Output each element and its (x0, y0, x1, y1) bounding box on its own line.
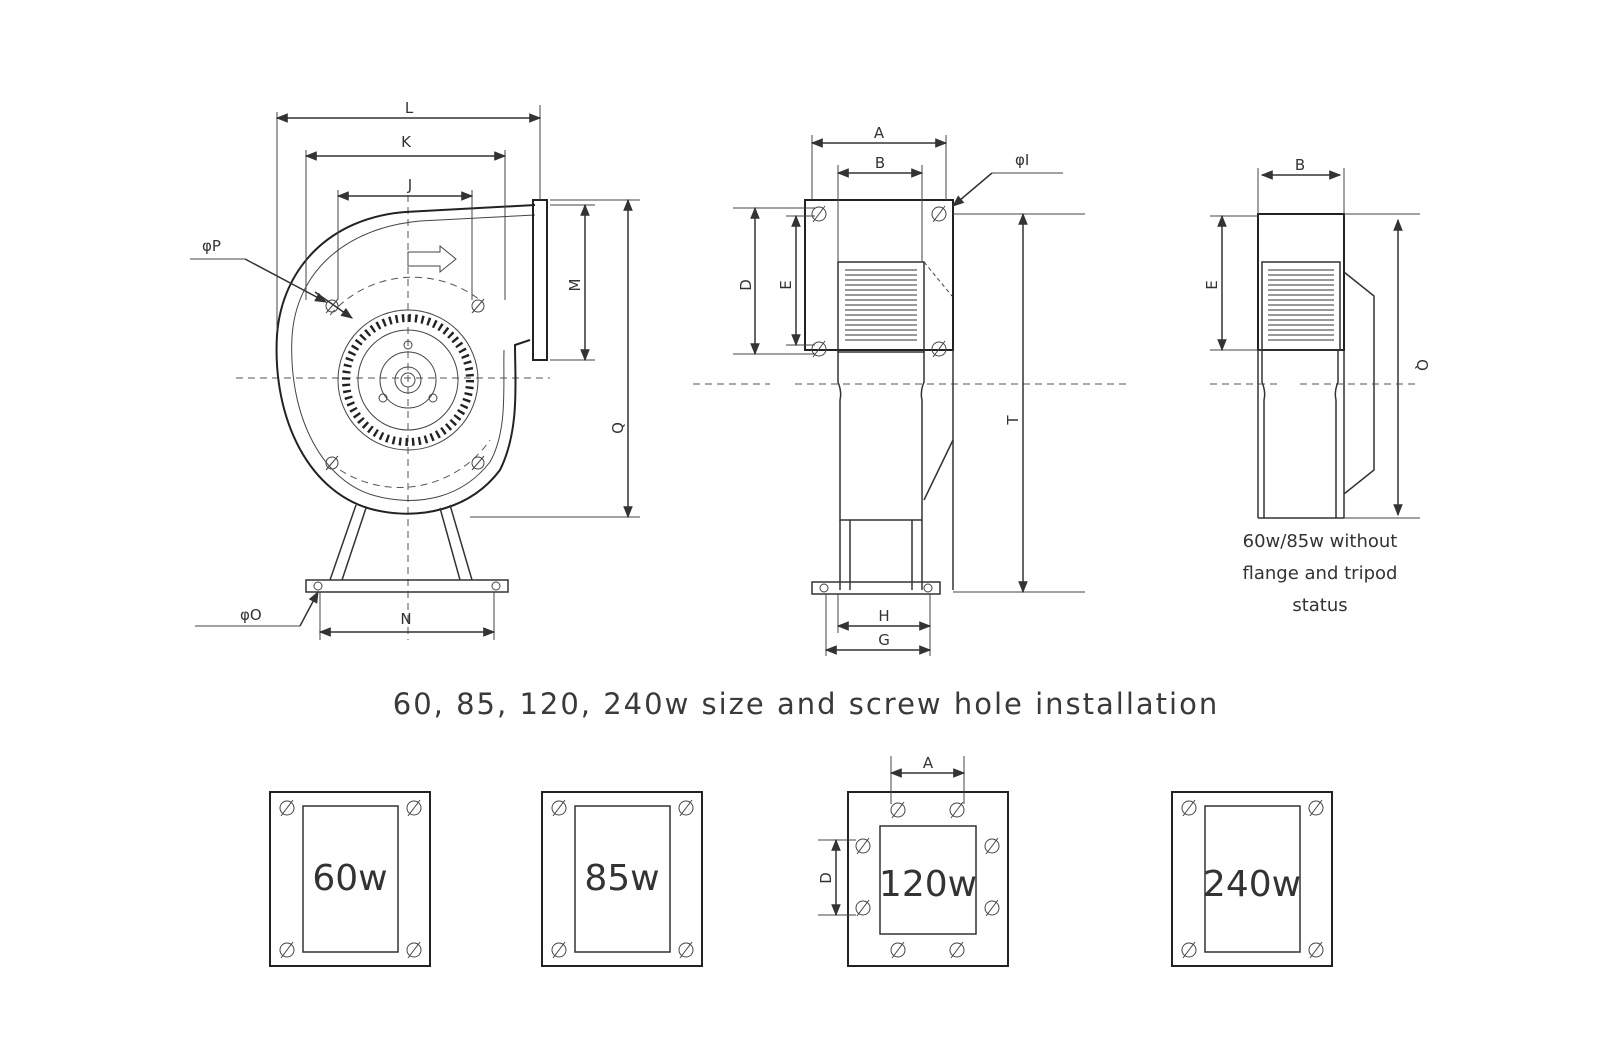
side-view: A B D E T φI H G (693, 124, 1130, 656)
dim-M: M (566, 279, 584, 292)
hub-hole-top (403, 340, 413, 350)
dim-N: N (400, 610, 411, 628)
flange-85w: 85w (541, 791, 703, 967)
outlet-flange (532, 199, 548, 361)
dim-K: K (401, 133, 412, 151)
side-dim-B: B (875, 154, 885, 172)
side-dim-E: E (777, 280, 795, 289)
flange-120w-dim-A: A (923, 754, 934, 772)
side-dim-A: A (874, 124, 885, 142)
alt-note-line-3: status (1292, 595, 1347, 616)
alt-dim-E: E (1203, 280, 1221, 289)
alt-dim-Q: Q (1413, 359, 1431, 371)
flange-60w: 60w (269, 791, 431, 967)
flange-240w: 240w (1171, 791, 1333, 967)
side-mounting-holes (811, 205, 947, 358)
volute-inner (291, 214, 536, 501)
hub-hole-left (378, 393, 388, 403)
flow-arc-top (329, 276, 481, 316)
alt-note-line-2: flange and tripod (1243, 563, 1398, 584)
side-dim-D: D (737, 279, 755, 291)
shaft-inner (400, 372, 416, 388)
flow-direction-arrow (407, 244, 457, 274)
caption: 60, 85, 120, 240w size and screw hole in… (393, 687, 1219, 721)
flange-85w-label: 85w (584, 858, 659, 899)
dim-L: L (405, 99, 414, 117)
alt-note-line-1: 60w/85w without (1243, 531, 1398, 552)
alt-motor-fins (1268, 269, 1334, 341)
side-dim-H: H (878, 607, 889, 625)
hub-hole-right (428, 393, 438, 403)
hub-disc (379, 351, 437, 409)
dim-Q: Q (609, 422, 627, 434)
volute-housing (275, 204, 536, 515)
side-motor-fins (845, 269, 917, 341)
alt-dim-B: B (1295, 156, 1305, 174)
side-dim-phi-I: φI (1015, 151, 1029, 169)
impeller-blades (342, 314, 474, 446)
side-flange (804, 199, 954, 351)
side-dim-G: G (878, 631, 890, 649)
flange-120w-dim-D: D (817, 872, 835, 884)
side-dim-T: T (1004, 415, 1022, 426)
shaft-outer (394, 366, 422, 394)
dim-phi-O: φO (240, 606, 262, 624)
dim-J: J (407, 176, 412, 194)
front-view: L K J M Q N φP φO (190, 99, 640, 640)
alt-view: B E Q 60w/85w without flange and tripod … (1203, 156, 1431, 616)
flange-120w-label: 120w (879, 864, 977, 905)
hub-ring (357, 329, 459, 431)
flow-arc-bottom (339, 439, 491, 488)
dim-phi-P: φP (202, 237, 221, 255)
flange-120w: 120w A D (817, 754, 1009, 967)
front-mounting-holes (325, 298, 485, 471)
flange-240w-label: 240w (1203, 864, 1301, 905)
flange-60w-label: 60w (312, 858, 387, 899)
impeller-outer (337, 309, 479, 451)
side-motor-fins-box (837, 261, 925, 353)
tripod-stand (305, 504, 509, 593)
